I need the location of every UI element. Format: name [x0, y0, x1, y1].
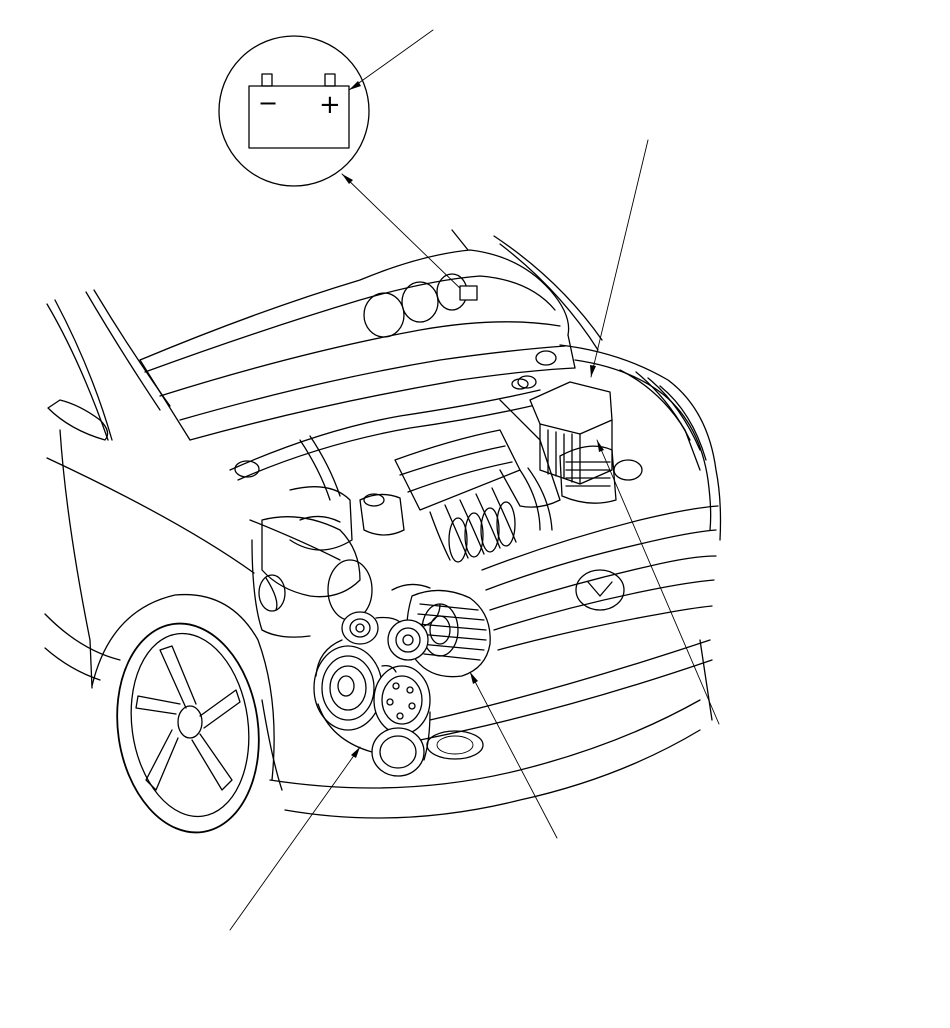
idler-pulley	[341, 611, 379, 645]
battery-icon	[248, 73, 350, 149]
emblem	[575, 569, 625, 611]
fuse-box-leader	[590, 139, 649, 378]
battery-location-marker	[459, 285, 478, 301]
relay-box-leader	[596, 439, 720, 725]
alternator-leader	[469, 671, 558, 839]
drive-belt-assembly	[313, 603, 441, 777]
leader-lines	[229, 29, 720, 931]
front-wheel	[91, 593, 275, 834]
engine-compartment	[229, 350, 643, 621]
under-hood-fuse-box	[529, 381, 613, 435]
inset-circle	[218, 35, 370, 187]
positive-terminal-symbol: +	[319, 90, 341, 120]
battery-leader	[348, 29, 434, 91]
battery-inset: − +	[218, 35, 370, 187]
negative-terminal-symbol: −	[258, 89, 278, 117]
battery-location-leader	[341, 173, 466, 294]
drive-belt-leader	[229, 746, 361, 931]
tensioner-pulley	[387, 619, 429, 661]
car-body	[44, 229, 722, 819]
